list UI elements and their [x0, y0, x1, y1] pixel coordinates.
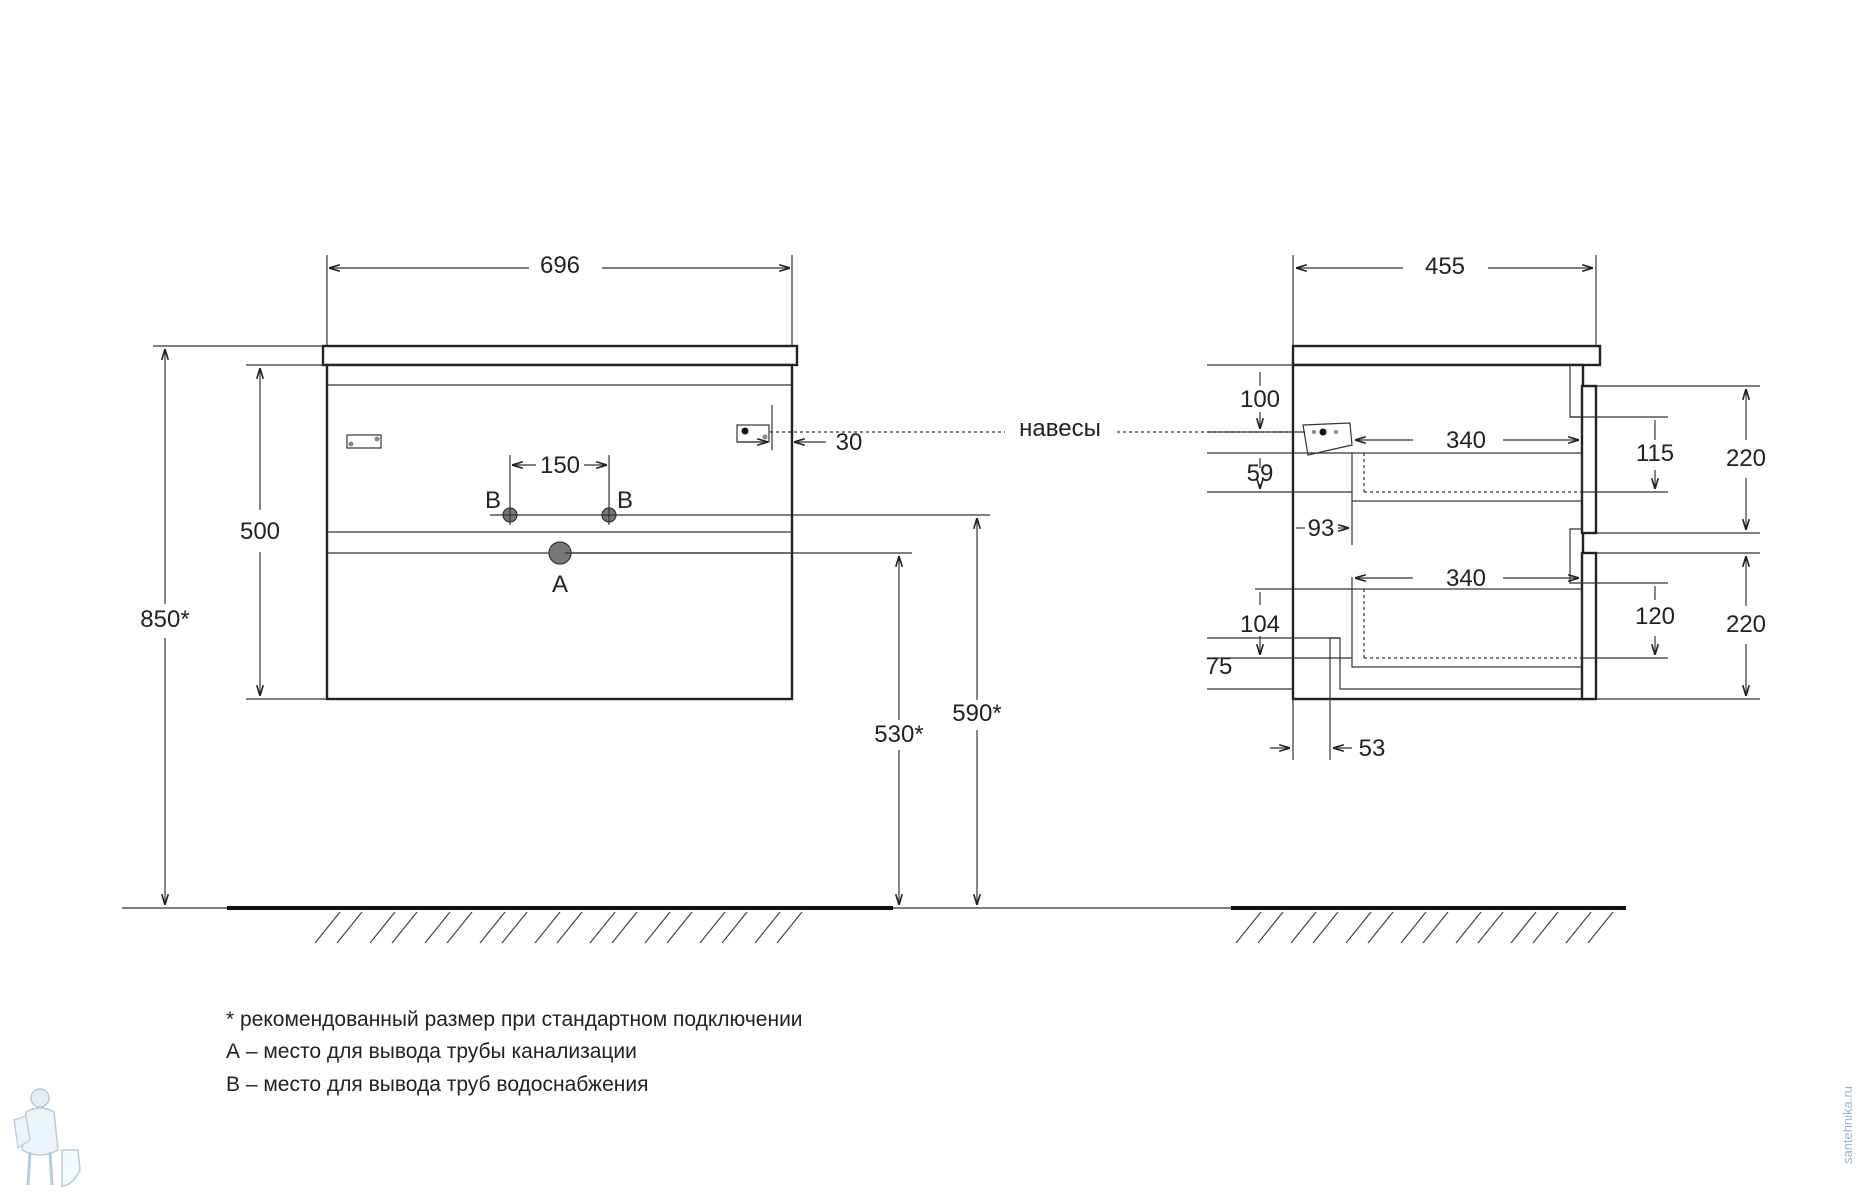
side-floor-hatching — [1235, 911, 1614, 944]
dim-gap-top: 59 — [1247, 460, 1274, 487]
dim-drain-height: 530* — [874, 721, 923, 748]
side-drawer-front-bottom — [1580, 551, 1598, 701]
dim-back-offset: 93 — [1308, 515, 1335, 542]
dim-drawer-depth-bottom: 340 — [1446, 565, 1486, 592]
dim-depth: 455 — [1425, 253, 1465, 280]
dim-drawer-inner-top: 115 — [1636, 440, 1674, 467]
front-view: B B A 696 150 30 500 850* 5 — [122, 252, 1305, 944]
side-view: 455 340 340 100 59 93 115 — [1206, 253, 1766, 944]
dim-drawer-depth-top: 340 — [1446, 427, 1486, 454]
dim-body-height: 500 — [240, 518, 280, 545]
dim-pipe-spacing: 150 — [540, 452, 580, 479]
side-hanger-icon — [1302, 422, 1353, 456]
note-drain: А – место для вывода трубы канализации — [226, 1040, 637, 1063]
dim-hanger-offset: 30 — [836, 429, 863, 456]
front-countertop — [321, 344, 799, 367]
side-drawer-box-top — [1351, 452, 1583, 502]
dim-drawer-front-top: 220 — [1726, 445, 1766, 472]
dim-bottom-75: 75 — [1206, 653, 1233, 680]
note-recommended: * рекомендованный размер при стандартном… — [226, 1008, 803, 1031]
dim-drawer-front-bottom: 220 — [1726, 611, 1766, 638]
watermark-text: santehnika.ru — [1840, 1086, 1855, 1164]
dim-width: 696 — [540, 252, 580, 279]
dim-bottom-104: 104 — [1240, 611, 1280, 638]
hanger-left-icon — [346, 434, 382, 449]
drain-label: A — [552, 571, 568, 598]
dim-drawer-inner-bottom: 120 — [1635, 603, 1675, 630]
water-label-left: B — [485, 487, 501, 514]
front-floor-hatching — [314, 911, 803, 944]
side-cabinet-body — [1291, 363, 1585, 701]
side-drawer-box-bottom — [1351, 588, 1583, 668]
hangers-label: навесы — [1019, 415, 1101, 442]
note-water: В – место для вывода труб водоснабжения — [226, 1073, 648, 1096]
water-label-right: B — [617, 487, 633, 514]
side-countertop — [1291, 344, 1602, 367]
dim-water-height: 590* — [952, 700, 1001, 727]
dim-bottom-53: 53 — [1359, 735, 1386, 762]
dim-hanger-drop: 100 — [1240, 386, 1280, 413]
side-drawer-front-top — [1580, 384, 1598, 535]
dim-total-height: 850* — [140, 606, 189, 633]
plumber-logo-icon — [13, 1088, 81, 1187]
